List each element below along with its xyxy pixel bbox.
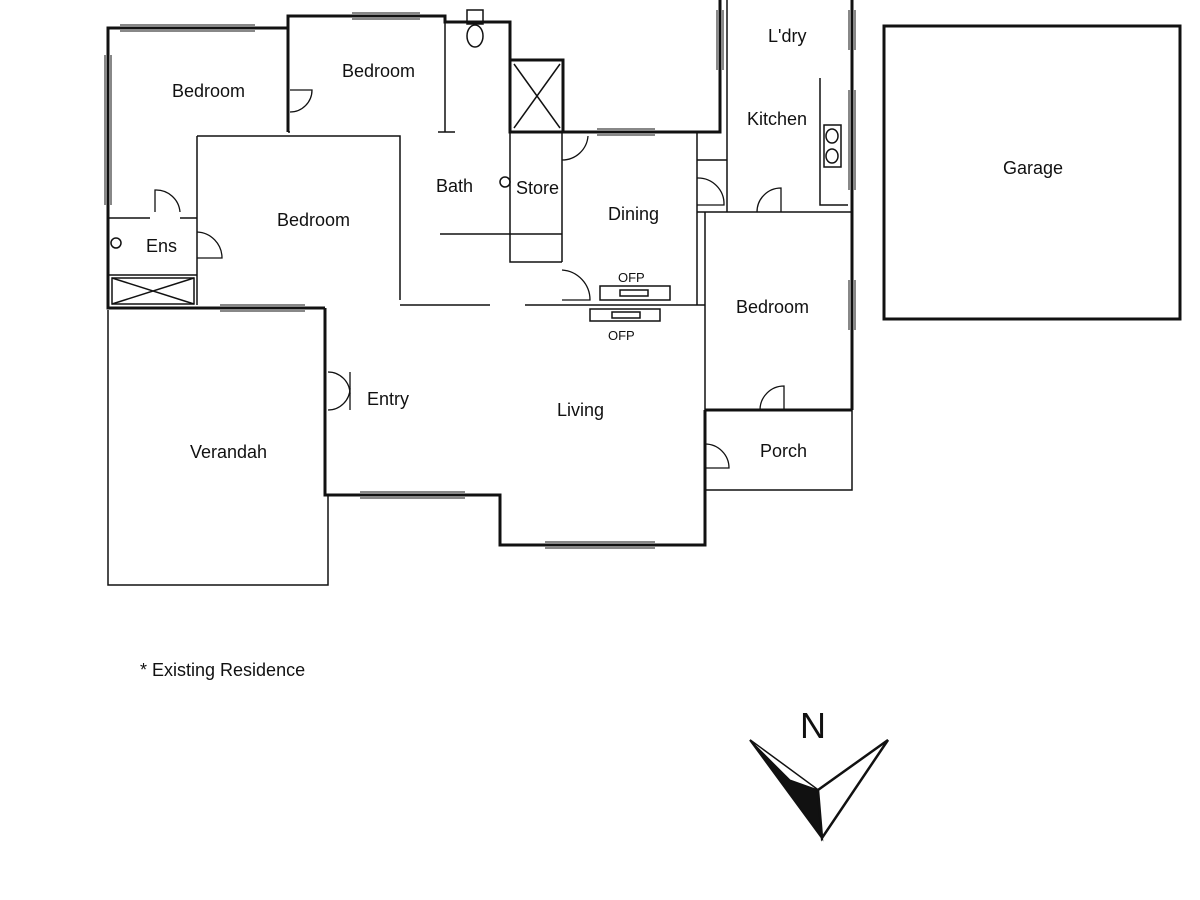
existing-residence-note: * Existing Residence	[140, 660, 306, 680]
room-label-living: Living	[557, 400, 604, 420]
room-label-bath: Bath	[436, 176, 473, 196]
walls	[106, 0, 1182, 547]
internal-walls	[107, 0, 853, 586]
fireplace-label-dining: OFP	[618, 270, 645, 285]
room-label-ensuite: Ens	[146, 236, 177, 256]
room-label-kitchen: Kitchen	[747, 109, 807, 129]
fixtures	[110, 9, 842, 322]
room-label-verandah: Verandah	[190, 442, 267, 462]
room-label-bedroom-e: Bedroom	[736, 297, 809, 317]
doors	[154, 89, 785, 469]
room-label-laundry: L'dry	[768, 26, 806, 46]
room-label-entry: Entry	[367, 389, 409, 409]
room-label-porch: Porch	[760, 441, 807, 461]
room-label-store: Store	[516, 178, 559, 198]
room-label-bedroom-main: Bedroom	[277, 210, 350, 230]
room-label-bedroom-n: Bedroom	[342, 61, 415, 81]
north-arrow: N	[749, 705, 890, 842]
north-label: N	[800, 705, 826, 746]
room-label-bedroom-nw: Bedroom	[172, 81, 245, 101]
room-label-dining: Dining	[608, 204, 659, 224]
room-label-garage: Garage	[1003, 158, 1063, 178]
fireplace-label-living: OFP	[608, 328, 635, 343]
windows	[104, 10, 856, 549]
